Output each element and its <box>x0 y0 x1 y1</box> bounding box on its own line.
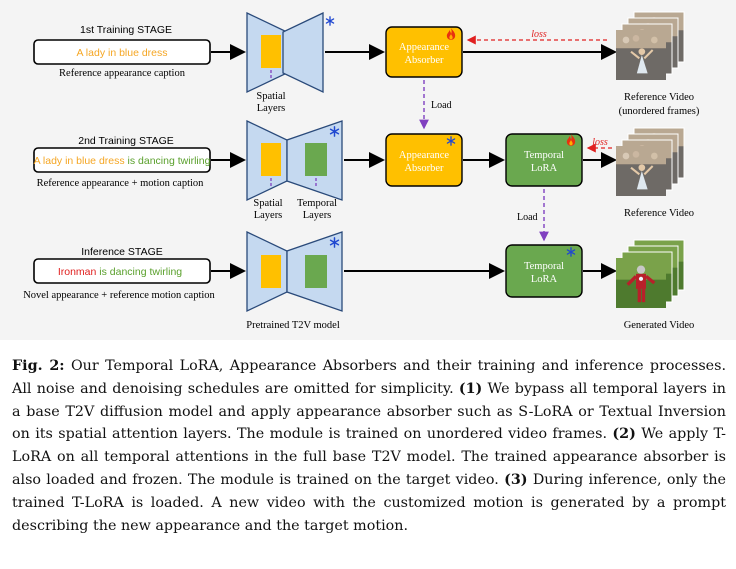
prompt-box-1 <box>33 39 211 65</box>
prompt-3-appearance: Ironman <box>58 266 97 278</box>
appearance-absorber-1 <box>385 26 463 78</box>
temporal-lora-3 <box>505 244 583 298</box>
model-label: Pretrained T2V model <box>246 320 340 331</box>
stage3-title: Inference STAGE <box>81 246 163 258</box>
spatial-layer-2 <box>261 143 281 176</box>
lora-2-line1: Temporal <box>524 150 564 161</box>
video-label-1a: Reference Video <box>624 92 694 103</box>
method-diagram: 1st Training STAGE A lady in blue dress … <box>0 0 736 340</box>
prompt-2-appearance: A lady in blue dress <box>34 155 125 167</box>
reference-video-frames-1 <box>616 11 685 80</box>
lora-3-line1: Temporal <box>524 261 564 272</box>
spatial-label-1a: Spatial <box>256 91 285 102</box>
caption-intro: Our Temporal LoRA, Appearance Absorbers … <box>12 358 726 397</box>
spatial-label-1b: Layers <box>257 103 286 114</box>
load-label-1: Load <box>431 100 452 111</box>
snowflake-icon <box>325 16 335 26</box>
video-label-3: Generated Video <box>624 320 695 331</box>
fig-label: Fig. 2: <box>12 358 65 374</box>
reference-video-frames-2 <box>616 127 685 196</box>
temporal-layer-3 <box>305 255 327 288</box>
prompt-1-appearance: A lady in blue dress <box>76 47 167 59</box>
load-label-2: Load <box>517 212 538 223</box>
stage1-title: 1st Training STAGE <box>80 24 172 36</box>
absorber-1-line1: Appearance <box>399 42 449 53</box>
video-label-1b: (unordered frames) <box>619 106 700 117</box>
prompt-3: Ironman is dancing twirling <box>58 266 182 278</box>
loss-label-2: loss <box>592 137 608 148</box>
absorber-2-line1: Appearance <box>399 150 449 161</box>
caption-step3-num: (3) <box>504 471 528 488</box>
temporal-layer-2 <box>305 143 327 176</box>
spatial-label-2a: Spatial <box>253 198 282 209</box>
caption-step2: We apply T-LoRA on all temporal attentio… <box>12 426 726 488</box>
figure-caption: Fig. 2: Our Temporal LoRA, Appearance Ab… <box>12 355 726 537</box>
unet-block-3 <box>246 230 343 313</box>
spatial-label-2b: Layers <box>254 210 283 221</box>
temporal-lora-2 <box>505 133 583 187</box>
unet-block-1 <box>246 11 335 94</box>
diagram-canvas: 1st Training STAGE A lady in blue dress … <box>23 11 700 331</box>
caption-step1-num: (1) <box>458 380 483 397</box>
temporal-label-2b: Layers <box>303 210 332 221</box>
spatial-layer-1 <box>261 35 281 68</box>
prompt-3-motion: is dancing twirling <box>96 266 182 278</box>
prompt-2: A lady in blue dress is dancing twirling <box>34 155 211 167</box>
absorber-2-line2: Absorber <box>404 163 444 174</box>
temporal-label-2a: Temporal <box>297 198 337 209</box>
absorber-1-line2: Absorber <box>404 55 444 66</box>
loss-label-1: loss <box>531 29 547 40</box>
prompt-box-2 <box>33 147 211 173</box>
stage2-title: 2nd Training STAGE <box>78 135 174 147</box>
prompt-2-motion: is dancing twirling <box>125 155 211 167</box>
caption-step2-num: (2) <box>612 426 636 443</box>
unet-block-2 <box>246 119 343 202</box>
video-label-2: Reference Video <box>624 208 694 219</box>
caption-step1: We bypass all temporal layers in a base … <box>12 380 726 443</box>
appearance-absorber-2 <box>385 133 463 187</box>
lora-3-line2: LoRA <box>531 274 558 285</box>
lora-2-line2: LoRA <box>531 163 558 174</box>
caption-step3: During inference, only the trained T-LoR… <box>12 471 726 534</box>
prompt-caption-1: Reference appearance caption <box>59 68 186 79</box>
generated-video-frames <box>616 239 685 308</box>
prompt-caption-3: Novel appearance + reference motion capt… <box>23 290 215 301</box>
spatial-layer-3 <box>261 255 281 288</box>
prompt-caption-2: Reference appearance + motion caption <box>37 178 205 189</box>
prompt-box-3 <box>33 258 211 284</box>
